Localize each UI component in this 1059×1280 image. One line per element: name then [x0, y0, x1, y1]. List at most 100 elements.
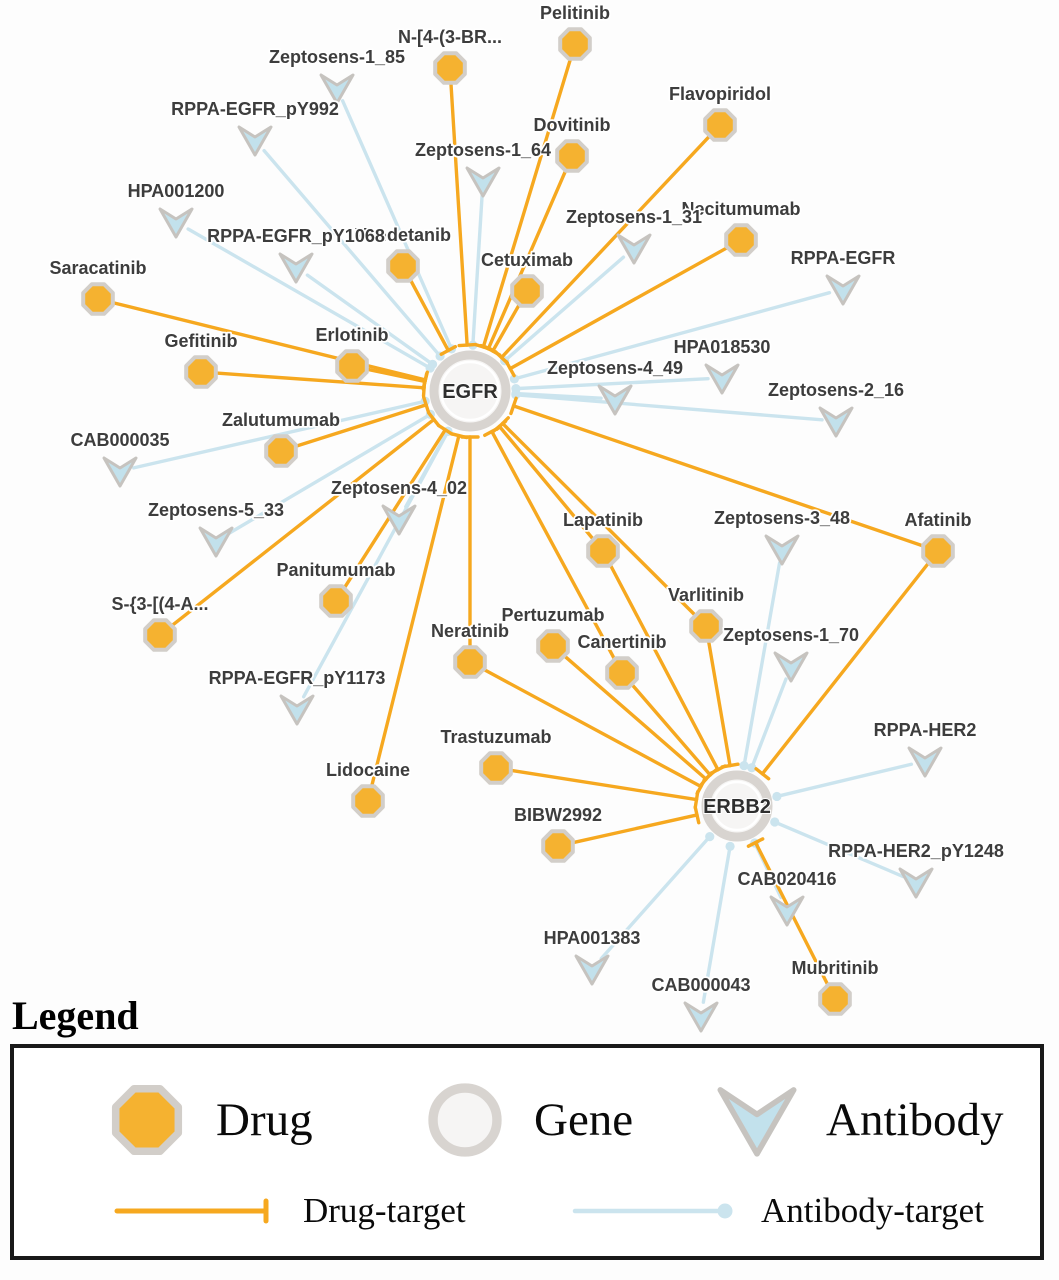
node-rppa-egfr-py1068: [278, 252, 314, 284]
label-rppa-egfr-py1173: RPPA-EGFR_pY1173: [209, 668, 386, 688]
legend-box: Drug Gene Antibody Drug-ta: [10, 1044, 1044, 1260]
label-hpa001200: HPA001200: [128, 181, 225, 201]
node-flavopiridol: [703, 108, 737, 142]
label-zeptosens-4-02: Zeptosens-4_02: [331, 478, 467, 498]
edge-rppa-her2-erbb2: [772, 762, 914, 802]
edge-zeptosens-2-16-egfr: [511, 390, 824, 422]
legend-item-antibody-target: Antibody-target: [572, 1191, 984, 1231]
label-rppa-egfr: RPPA-EGFR: [791, 248, 896, 268]
label-zalutumumab: Zalutumumab: [222, 410, 340, 430]
node-zeptosens-1-31: [616, 233, 652, 265]
node-dovitinib: [555, 139, 589, 173]
node-vandetanib: [386, 249, 420, 283]
label-saracatinib: Saracatinib: [49, 258, 146, 278]
edge-rppa-egfr-egfr: [509, 290, 832, 384]
label-necitumumab: Necitumumab: [681, 199, 800, 219]
edge-erlotinib-egfr: [363, 367, 429, 391]
label-hpa018530: HPA018530: [674, 337, 771, 357]
node-cab000035: [102, 456, 138, 488]
label-s-3-4-a: S-{3-[(4-A...: [111, 594, 208, 614]
node-gefitinib: [184, 355, 218, 389]
node-bibw2992: [541, 829, 575, 863]
node-cetuximab: [510, 274, 544, 308]
legend-node-row: Drug Gene Antibody: [14, 1073, 1040, 1167]
node-rppa-egfr-py1173: [279, 694, 315, 726]
edge-hpa001383-erbb2: [599, 832, 715, 961]
legend-drug-label: Drug: [216, 1093, 313, 1146]
label-zeptosens-4-49: Zeptosens-4_49: [547, 358, 683, 378]
label-panitumumab: Panitumumab: [276, 560, 395, 580]
edge-zeptosens-1-70-erbb2: [747, 677, 788, 773]
node-zeptosens-2-16: [818, 406, 854, 438]
node-zalutumumab: [264, 434, 298, 468]
label-hpa001383: HPA001383: [544, 928, 641, 948]
edge-bibw2992-erbb2: [569, 805, 701, 845]
label-varlitinib: Varlitinib: [668, 585, 744, 605]
label-zeptosens-1-70: Zeptosens-1_70: [723, 625, 859, 645]
label-flavopiridol: Flavopiridol: [669, 84, 771, 104]
legend-antibody-target-label: Antibody-target: [761, 1191, 984, 1231]
node-panitumumab: [319, 584, 353, 618]
label-gefitinib: Gefitinib: [165, 331, 238, 351]
label-rppa-egfr-py992: RPPA-EGFR_pY992: [171, 99, 339, 119]
node-saracatinib: [81, 282, 115, 316]
edge-neratinib-egfr: [460, 435, 480, 650]
edge-zeptosens-1-31-egfr: [500, 255, 626, 366]
node-egfr: [429, 350, 511, 432]
label-cab000043: CAB000043: [651, 975, 750, 995]
edge-afatinib-egfr: [509, 396, 927, 549]
node-lidocaine: [351, 784, 385, 818]
label-zeptosens-1-85: Zeptosens-1_85: [269, 47, 405, 67]
edge-afatinib-erbb2: [754, 560, 932, 781]
label-neratinib: Neratinib: [431, 621, 509, 641]
label-pertuzumab: Pertuzumab: [501, 605, 604, 625]
label-zeptosens-3-48: Zeptosens-3_48: [714, 508, 850, 528]
edge-canertinib-erbb2: [629, 681, 718, 782]
node-necitumumab: [724, 223, 758, 257]
legend-item-drug-target: Drug-target: [114, 1191, 572, 1231]
node-trastuzumab: [479, 751, 513, 785]
edge-pertuzumab-erbb2: [561, 653, 714, 787]
label-lapatinib: Lapatinib: [563, 510, 643, 530]
node-pertuzumab: [536, 629, 570, 663]
node-rppa-egfr-py992: [237, 125, 273, 157]
node-zeptosens-1-85: [319, 73, 355, 105]
label-pelitinib: Pelitinib: [540, 3, 610, 23]
antibody-target-line-icon: [572, 1203, 733, 1219]
node-cab020416: [769, 895, 805, 927]
label-canertinib: Canertinib: [577, 632, 666, 652]
node-zeptosens-5-33: [198, 526, 234, 558]
edge-cab000043-erbb2: [701, 841, 735, 1004]
label-cab000035: CAB000035: [70, 430, 169, 450]
node-s-3-4-a: [143, 618, 177, 652]
legend-antibody-label: Antibody: [826, 1093, 1004, 1146]
legend-drug-target-label: Drug-target: [303, 1191, 466, 1231]
edge-n-4-3-br-egfr: [449, 80, 477, 348]
edge-layer: [109, 55, 932, 1004]
edge-panitumumab-egfr: [341, 423, 454, 591]
node-rppa-her2: [907, 746, 943, 778]
edge-zeptosens-1-64-egfr: [468, 193, 484, 350]
node-zeptosens-4-02: [381, 504, 417, 536]
node-zeptosens-4-49: [597, 384, 633, 416]
edge-rppa-her2-py1248-erbb2: [770, 817, 905, 879]
label-cetuximab: Cetuximab: [481, 250, 573, 270]
drug-icon: [111, 1084, 183, 1155]
label-vandetanib: Vandetanib: [355, 225, 451, 245]
legend-item-drug: Drug: [100, 1073, 418, 1167]
node-afatinib: [921, 534, 955, 568]
node-erbb2: [701, 770, 773, 842]
edge-s-3-4-a-egfr: [169, 411, 441, 629]
label-mubritinib: Mubritinib: [792, 958, 879, 978]
legend-item-antibody: Antibody: [710, 1073, 1004, 1167]
edge-vandetanib-egfr: [407, 276, 458, 356]
node-zeptosens-3-48: [764, 534, 800, 566]
node-varlitinib: [689, 609, 723, 643]
node-hpa001200: [158, 207, 194, 239]
node-cab000043: [683, 1001, 719, 1033]
node-neratinib: [453, 645, 487, 679]
label-rppa-her2-py1248: RPPA-HER2_pY1248: [828, 841, 1004, 861]
edge-cetuximab-egfr: [484, 301, 522, 357]
label-zeptosens-1-64: Zeptosens-1_64: [415, 140, 551, 160]
